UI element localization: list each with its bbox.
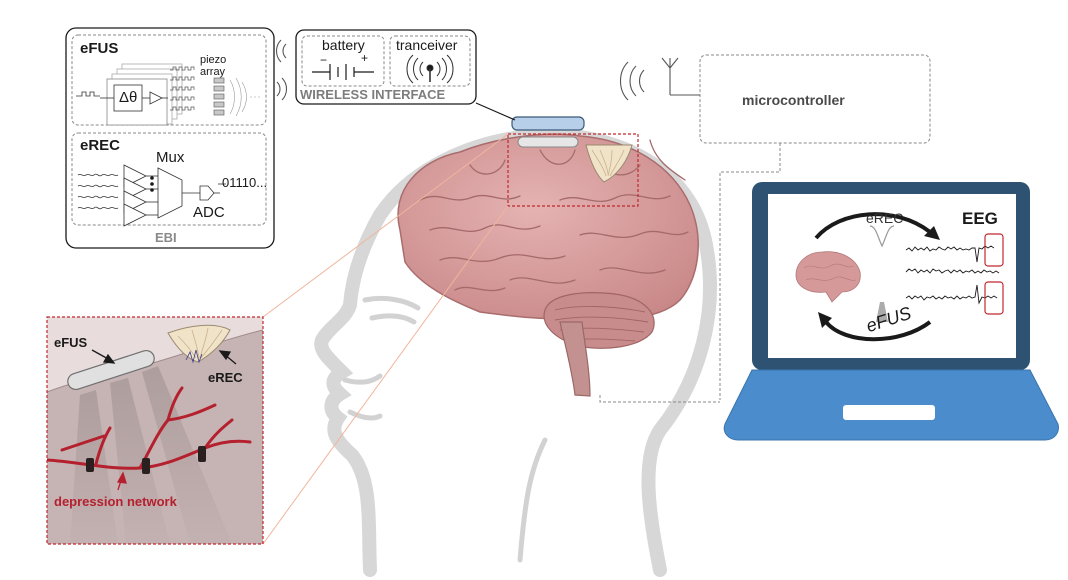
laptop-erec-label: eREC: [866, 210, 904, 226]
zoom-connector-lines: [262, 133, 509, 545]
battery-label: battery: [322, 37, 365, 53]
depression-network-label: depression network: [54, 494, 177, 509]
efus-pulse-trains: [170, 66, 195, 111]
region-highlight-box: [507, 133, 639, 207]
efus-subpanel: [71, 34, 267, 126]
neuron-signal-icon: [185, 349, 203, 364]
microcontroller-box: [699, 54, 931, 144]
eeg-label: EEG: [962, 209, 998, 228]
efus-beam-icon: [876, 302, 888, 322]
efus-panel-title: eFUS: [80, 40, 119, 57]
efus-probe-on-brain: [517, 136, 579, 148]
battery-plus-sign: +: [361, 51, 369, 65]
brain-stem: [559, 321, 591, 397]
battery-icon: [312, 64, 374, 80]
erec-panel-title: eREC: [80, 137, 121, 154]
zoom-erec-label: eREC: [208, 370, 243, 385]
transceiver-antenna-icon: [406, 54, 454, 84]
erec-spike-icon: [869, 225, 895, 248]
erec-probe-zoom: [167, 324, 231, 363]
erec-subpanel: [71, 132, 267, 226]
mux-dots: [150, 176, 154, 192]
efus-circuit: [76, 63, 183, 126]
phase-label: Δθ: [119, 89, 138, 106]
microcontroller-label: microcontroller: [742, 92, 845, 108]
zoom-panel-border: [46, 316, 264, 545]
mc-antenna-icon: [619, 57, 700, 101]
mux-label: Mux: [156, 149, 185, 166]
head-silhouette: [314, 127, 717, 577]
eeg-traces: [905, 245, 1000, 305]
erec-probe-on-brain: [585, 144, 633, 183]
zoom-efus-label: eFUS: [54, 335, 88, 350]
ebi-panel-title: EBI: [155, 230, 177, 245]
head-features: [342, 295, 548, 563]
head-to-laptop-line: [599, 395, 720, 403]
piezo-wavefronts: [229, 77, 262, 117]
erec-circuit: [77, 164, 226, 227]
wireless-device: [511, 116, 585, 131]
brain: [397, 133, 699, 397]
cycle-arrow-head-top: [924, 226, 940, 240]
piezo-label-line1: piezo: [200, 54, 227, 66]
device-link-line: [475, 102, 516, 121]
mini-brain-icon: [795, 251, 861, 303]
cycle-arrow-head-bottom: [818, 312, 832, 328]
battery-minus-sign: −: [320, 53, 328, 67]
transceiver-label: tranceiver: [396, 37, 458, 53]
beam-focal-spots: [86, 446, 206, 474]
signal-waves-icon: [275, 39, 288, 101]
piezo-array-elements: [213, 77, 225, 116]
zoom-arrows: [91, 349, 237, 491]
mc-to-laptop-line: [719, 143, 781, 400]
transceiver-box: [389, 35, 471, 87]
laptop-cycle-arrows: [814, 212, 932, 342]
zoom-panel: [47, 317, 263, 544]
eeg-event-highlight-2: [984, 281, 1004, 315]
adc-label: ADC: [193, 204, 225, 221]
battery-box: [301, 35, 385, 87]
wireless-interface-title: WIRELESS INTERFACE: [300, 87, 446, 102]
eeg-event-highlight-1: [984, 233, 1004, 267]
piezo-label-line2: array: [200, 66, 226, 78]
bits-output-label: 01110...: [222, 175, 268, 190]
